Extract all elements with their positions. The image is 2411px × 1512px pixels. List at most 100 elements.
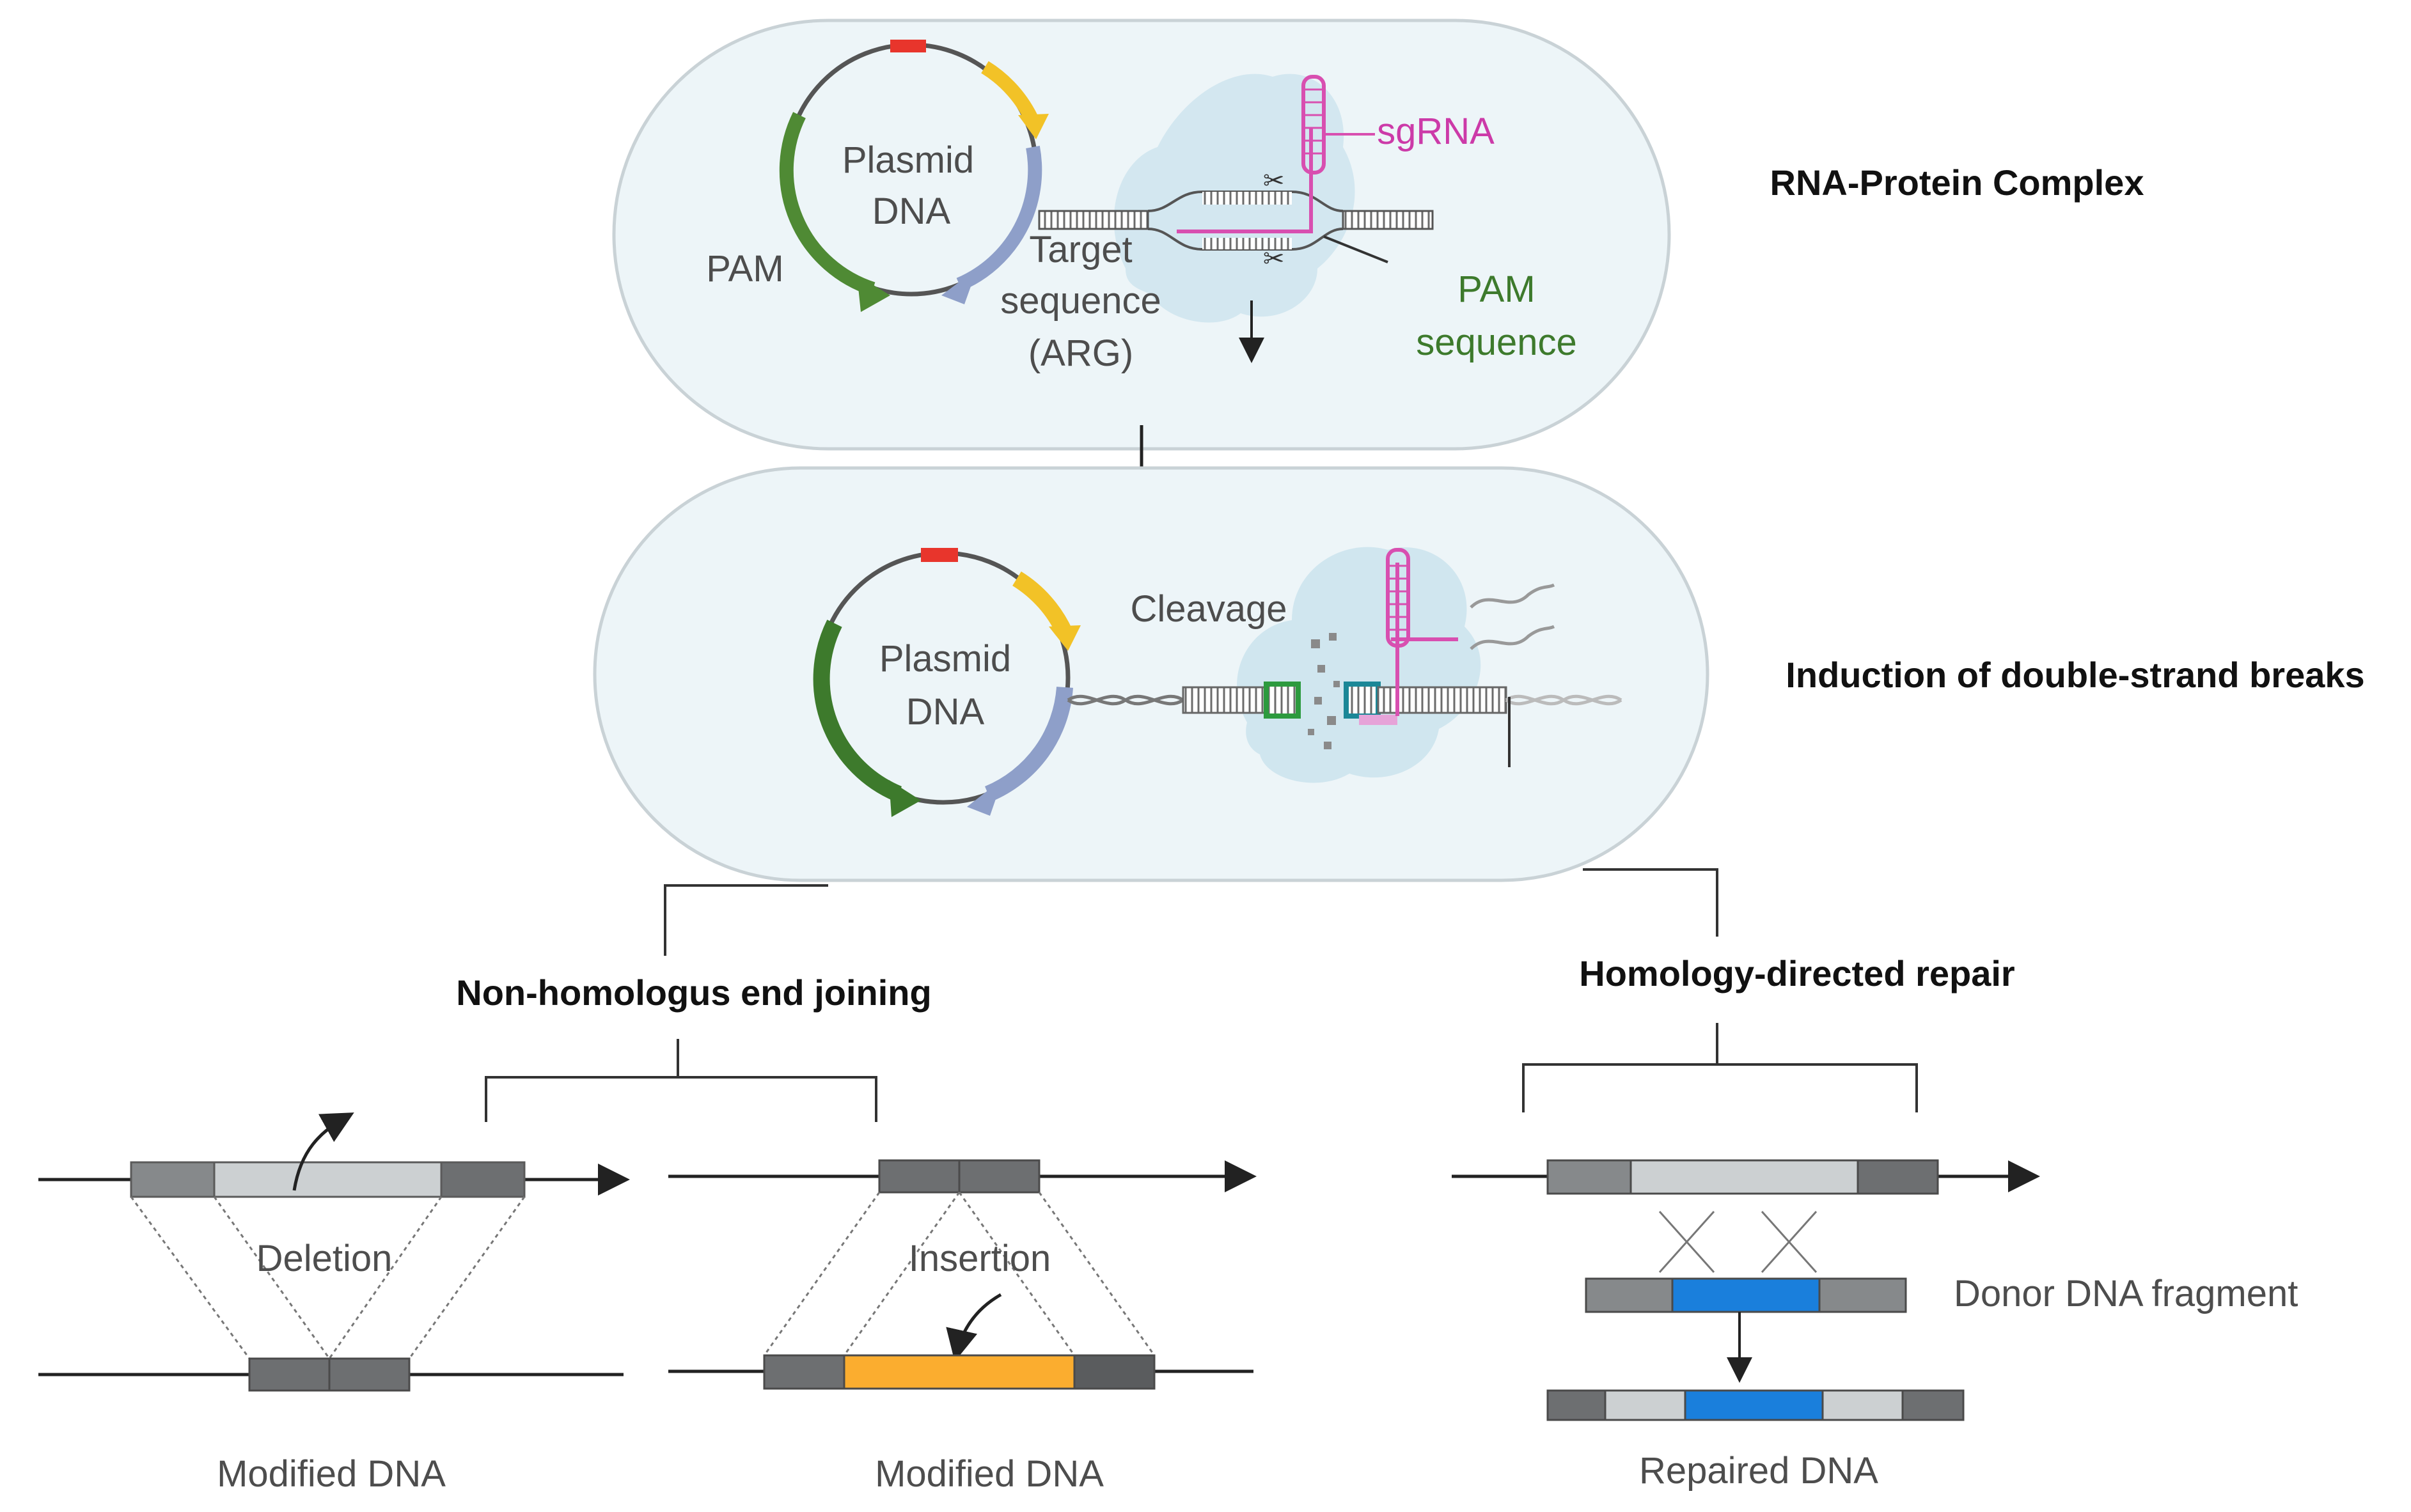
origin-marker-red bbox=[890, 40, 926, 52]
target-arrowhead bbox=[941, 269, 977, 304]
nhej-branch-line bbox=[664, 884, 828, 956]
plasmid-top-label-2: DNA bbox=[872, 191, 951, 232]
hdr-top-seg-mid bbox=[1630, 1159, 1859, 1195]
insertion-top-seg-right bbox=[958, 1159, 1041, 1194]
sgrna-bound-mid bbox=[1359, 715, 1397, 725]
target-arc-blue-mid bbox=[984, 686, 1073, 802]
cut-end-teal bbox=[1344, 682, 1381, 719]
plasmid-middle bbox=[813, 548, 1081, 817]
deletion-bottom-seg-left bbox=[248, 1357, 331, 1392]
hdr-top-seg-right bbox=[1857, 1159, 1939, 1195]
cleaved-dna bbox=[1067, 548, 1622, 767]
cut-end-green bbox=[1264, 682, 1301, 719]
target-arrowhead-mid bbox=[967, 779, 1003, 816]
sgrna-hairpin-mid bbox=[1386, 548, 1410, 648]
sgrna-guide-line bbox=[1177, 128, 1313, 233]
sgrna-hairpin-rungs-mid bbox=[1389, 565, 1407, 631]
hdr-crossover-lines bbox=[1658, 1210, 1818, 1274]
insertion-label: Insertion bbox=[909, 1238, 1051, 1279]
pam-sequence-label-1: PAM bbox=[1457, 269, 1535, 310]
induction-title: Induction of double-strand breaks bbox=[1786, 655, 2364, 695]
repaired-seg-5 bbox=[1901, 1389, 1965, 1421]
released-strand-1 bbox=[1470, 583, 1555, 609]
modified-dna-label-1: Modified DNA bbox=[217, 1453, 446, 1495]
donor-seg-right bbox=[1818, 1277, 1907, 1313]
deletion-bottom-seg-right bbox=[328, 1357, 411, 1392]
middle-cell-capsule bbox=[593, 466, 1709, 882]
hdr-panel: Donor DNA fragment Repaired DNA bbox=[1452, 1159, 2298, 1492]
rna-protein-complex-title: RNA-Protein Complex bbox=[1770, 162, 2144, 203]
repaired-seg-blue bbox=[1684, 1389, 1824, 1421]
insertion-bottom-seg-orange bbox=[843, 1354, 1076, 1390]
gene-arrowhead bbox=[1018, 114, 1049, 139]
insertion-incoming-arrow bbox=[946, 1293, 1002, 1362]
repaired-seg-1 bbox=[1546, 1389, 1606, 1421]
donor-seg-blue bbox=[1671, 1277, 1821, 1313]
target-label-3: (ARG) bbox=[1028, 332, 1133, 374]
gene-arrowhead-mid bbox=[1049, 625, 1081, 651]
cleavage-label: Cleavage bbox=[1130, 588, 1287, 630]
modified-dna-label-2: Modified DNA bbox=[875, 1453, 1104, 1495]
donor-dna-label: Donor DNA fragment bbox=[1954, 1273, 2298, 1314]
hdr-top-seg-left bbox=[1546, 1159, 1632, 1195]
insertion-panel: Insertion Modified DNA bbox=[668, 1159, 1257, 1495]
deletion-dotted-lines bbox=[130, 1196, 526, 1359]
dna-helix-left-2 bbox=[1067, 694, 1184, 706]
dna-left-strand bbox=[1038, 210, 1149, 230]
insertion-top-seg-left bbox=[878, 1159, 961, 1194]
target-arc-blue bbox=[956, 145, 1042, 292]
pam-sequence-label-2: sequence bbox=[1416, 322, 1577, 363]
plasmid-mid-label-1: Plasmid bbox=[879, 638, 1011, 680]
dna-bubble-ladder-bottom bbox=[1202, 238, 1292, 249]
target-dna-duplex: ✂ ✂ bbox=[1038, 75, 1434, 363]
sgrna-label: sgRNA bbox=[1377, 111, 1495, 152]
plasmid-mid-label-2: DNA bbox=[906, 691, 985, 733]
dna-helix-right-2 bbox=[1505, 694, 1622, 706]
deletion-label: Deletion bbox=[256, 1238, 393, 1279]
released-strand-2 bbox=[1470, 625, 1555, 650]
insertion-bottom-seg-left bbox=[763, 1354, 845, 1390]
deletion-panel: Deletion Modified DNA bbox=[38, 1112, 630, 1495]
pam-arc-green-mid bbox=[813, 620, 902, 802]
repaired-seg-4 bbox=[1821, 1389, 1904, 1421]
protein-complex-blob-mid bbox=[1237, 547, 1481, 783]
top-cell: ✂ ✂ Plasmid DNA PAM Target sequence (ARG… bbox=[612, 19, 1671, 451]
target-label-2: sequence bbox=[1000, 280, 1161, 322]
deletion-top-seg-left bbox=[130, 1161, 216, 1198]
middle-cell: Plasmid DNA Cleavage bbox=[593, 466, 1709, 882]
pam-arrowhead bbox=[857, 275, 890, 312]
nhej-title: Non-homologus end joining bbox=[456, 972, 931, 1013]
origin-marker-red-mid bbox=[921, 548, 958, 562]
pam-left-label: PAM bbox=[706, 248, 783, 290]
branch-connectors bbox=[485, 868, 1918, 1122]
cleavage-debris bbox=[1308, 633, 1340, 749]
sgrna-mid-line bbox=[1391, 563, 1458, 716]
donor-seg-left bbox=[1585, 1277, 1674, 1313]
plasmid-top-label-1: Plasmid bbox=[842, 139, 974, 181]
repaired-seg-2 bbox=[1604, 1389, 1686, 1421]
nhej-split-bracket bbox=[485, 1039, 877, 1122]
deletion-excision-arrow bbox=[292, 1112, 354, 1191]
target-label-1: Target bbox=[1029, 229, 1132, 270]
repaired-dna-label: Repaired DNA bbox=[1639, 1450, 1878, 1492]
hdr-branch-line bbox=[1583, 868, 1718, 937]
plasmid-top bbox=[779, 40, 1049, 312]
hdr-split-bracket bbox=[1522, 1023, 1918, 1112]
deletion-top-seg-right bbox=[440, 1161, 526, 1198]
pam-arrowhead-mid bbox=[889, 780, 921, 817]
insertion-dotted-lines bbox=[763, 1192, 1156, 1356]
insertion-bottom-seg-right bbox=[1073, 1354, 1156, 1390]
sgrna-hairpin bbox=[1301, 75, 1326, 175]
dna-ladder-left bbox=[1182, 686, 1268, 714]
deletion-top-seg-mid bbox=[213, 1161, 443, 1198]
pam-arc-green bbox=[779, 112, 876, 296]
hdr-title: Homology-directed repair bbox=[1579, 953, 2014, 994]
sgrna-hairpin-rungs bbox=[1305, 88, 1323, 155]
scissors-icon-bottom: ✂ bbox=[1263, 244, 1285, 274]
dna-ladder-right bbox=[1377, 686, 1507, 714]
dna-bubble-ladder-top bbox=[1202, 192, 1292, 205]
scissors-icon-top: ✂ bbox=[1263, 166, 1285, 196]
pam-pointer-line bbox=[1323, 235, 1388, 263]
dna-right-strand bbox=[1342, 210, 1434, 230]
